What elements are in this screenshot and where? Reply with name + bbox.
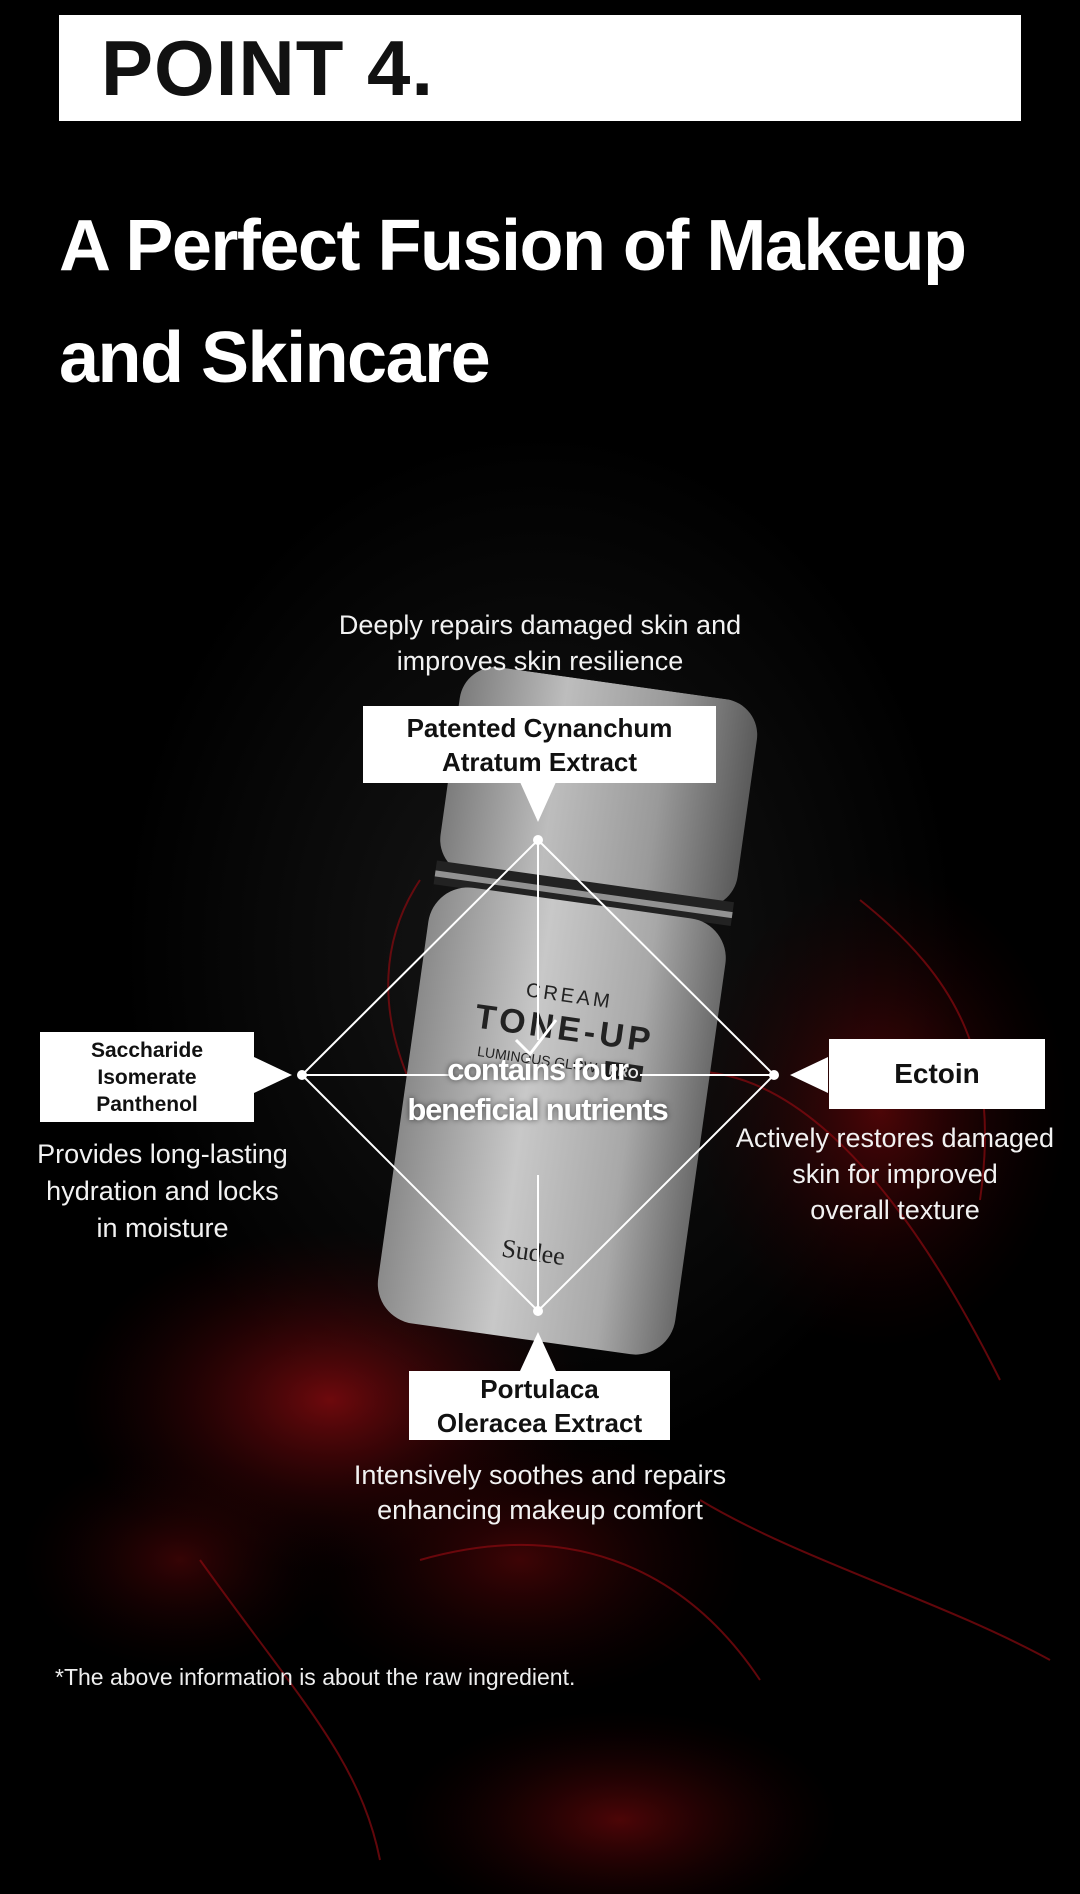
pointer-right xyxy=(790,1057,828,1093)
right-name: Ectoin xyxy=(894,1058,980,1089)
bottom-ingredient-description: Intensively soothes and repairs enhancin… xyxy=(300,1458,780,1528)
left-name-line-2: Panthenol xyxy=(96,1092,198,1116)
right-ingredient-description: Actively restores damaged skin for impro… xyxy=(735,1120,1055,1228)
center-line-2: beneficial nutrients xyxy=(407,1092,668,1127)
vertex-right xyxy=(769,1070,779,1080)
bottom-desc-line-2: enhancing makeup comfort xyxy=(377,1495,703,1525)
top-ingredient-label: Patented Cynanchum Atratum Extract xyxy=(363,706,716,783)
bottom-name-line-2: Oleracea Extract xyxy=(436,1407,643,1438)
right-desc-line-2: skin for improved xyxy=(792,1159,998,1189)
checkmark-icon xyxy=(514,1019,558,1057)
point-label: POINT 4. xyxy=(101,24,435,112)
bottom-name-line-1: Portulaca xyxy=(480,1373,599,1404)
headline-line-1: A Perfect Fusion of Makeup xyxy=(59,206,967,286)
pointer-bottom xyxy=(520,1332,556,1371)
right-ingredient-label: Ectoin xyxy=(829,1039,1045,1109)
point-label-bar: POINT 4. xyxy=(59,15,1021,121)
vertex-bottom xyxy=(533,1306,543,1316)
bottom-ingredient-label: Portulaca Oleracea Extract xyxy=(409,1371,670,1440)
top-name-line-2: Atratum Extract xyxy=(441,746,638,777)
left-desc-line-3: in moisture xyxy=(96,1213,229,1243)
red-flower-right xyxy=(690,870,1070,1350)
center-caption: contains four beneficial nutrients xyxy=(370,1050,705,1130)
left-desc-line-1: Provides long-lasting xyxy=(37,1139,288,1169)
headline-line-2: and Skincare xyxy=(59,318,491,398)
left-desc-line-2: hydration and locks xyxy=(46,1176,279,1206)
bottom-desc-line-1: Intensively soothes and repairs xyxy=(353,1460,727,1490)
left-ingredient-label: Saccharide Isomerate Panthenol xyxy=(40,1032,254,1122)
vertex-left xyxy=(297,1070,307,1080)
vertex-top xyxy=(533,835,543,845)
left-ingredient-description: Provides long-lasting hydration and lock… xyxy=(20,1136,305,1247)
right-desc-line-1: Actively restores damaged xyxy=(735,1123,1055,1153)
right-desc-line-3: overall texture xyxy=(810,1195,980,1225)
center-line-1: contains four xyxy=(447,1052,629,1087)
page-headline: A Perfect Fusion of Makeup and Skincare xyxy=(59,190,1039,414)
left-name-line-1: Saccharide Isomerate xyxy=(90,1038,204,1089)
red-flower-bottom xyxy=(400,1710,840,1894)
top-ingredient-description: Deeply repairs damaged skin and improves… xyxy=(290,607,790,679)
top-name-line-1: Patented Cynanchum xyxy=(406,712,673,743)
pointer-top xyxy=(520,782,556,822)
footnote: *The above information is about the raw … xyxy=(55,1664,576,1690)
top-desc-line-2: improves skin resilience xyxy=(396,646,684,676)
pointer-left xyxy=(254,1057,292,1093)
top-desc-line-1: Deeply repairs damaged skin and xyxy=(338,610,742,640)
